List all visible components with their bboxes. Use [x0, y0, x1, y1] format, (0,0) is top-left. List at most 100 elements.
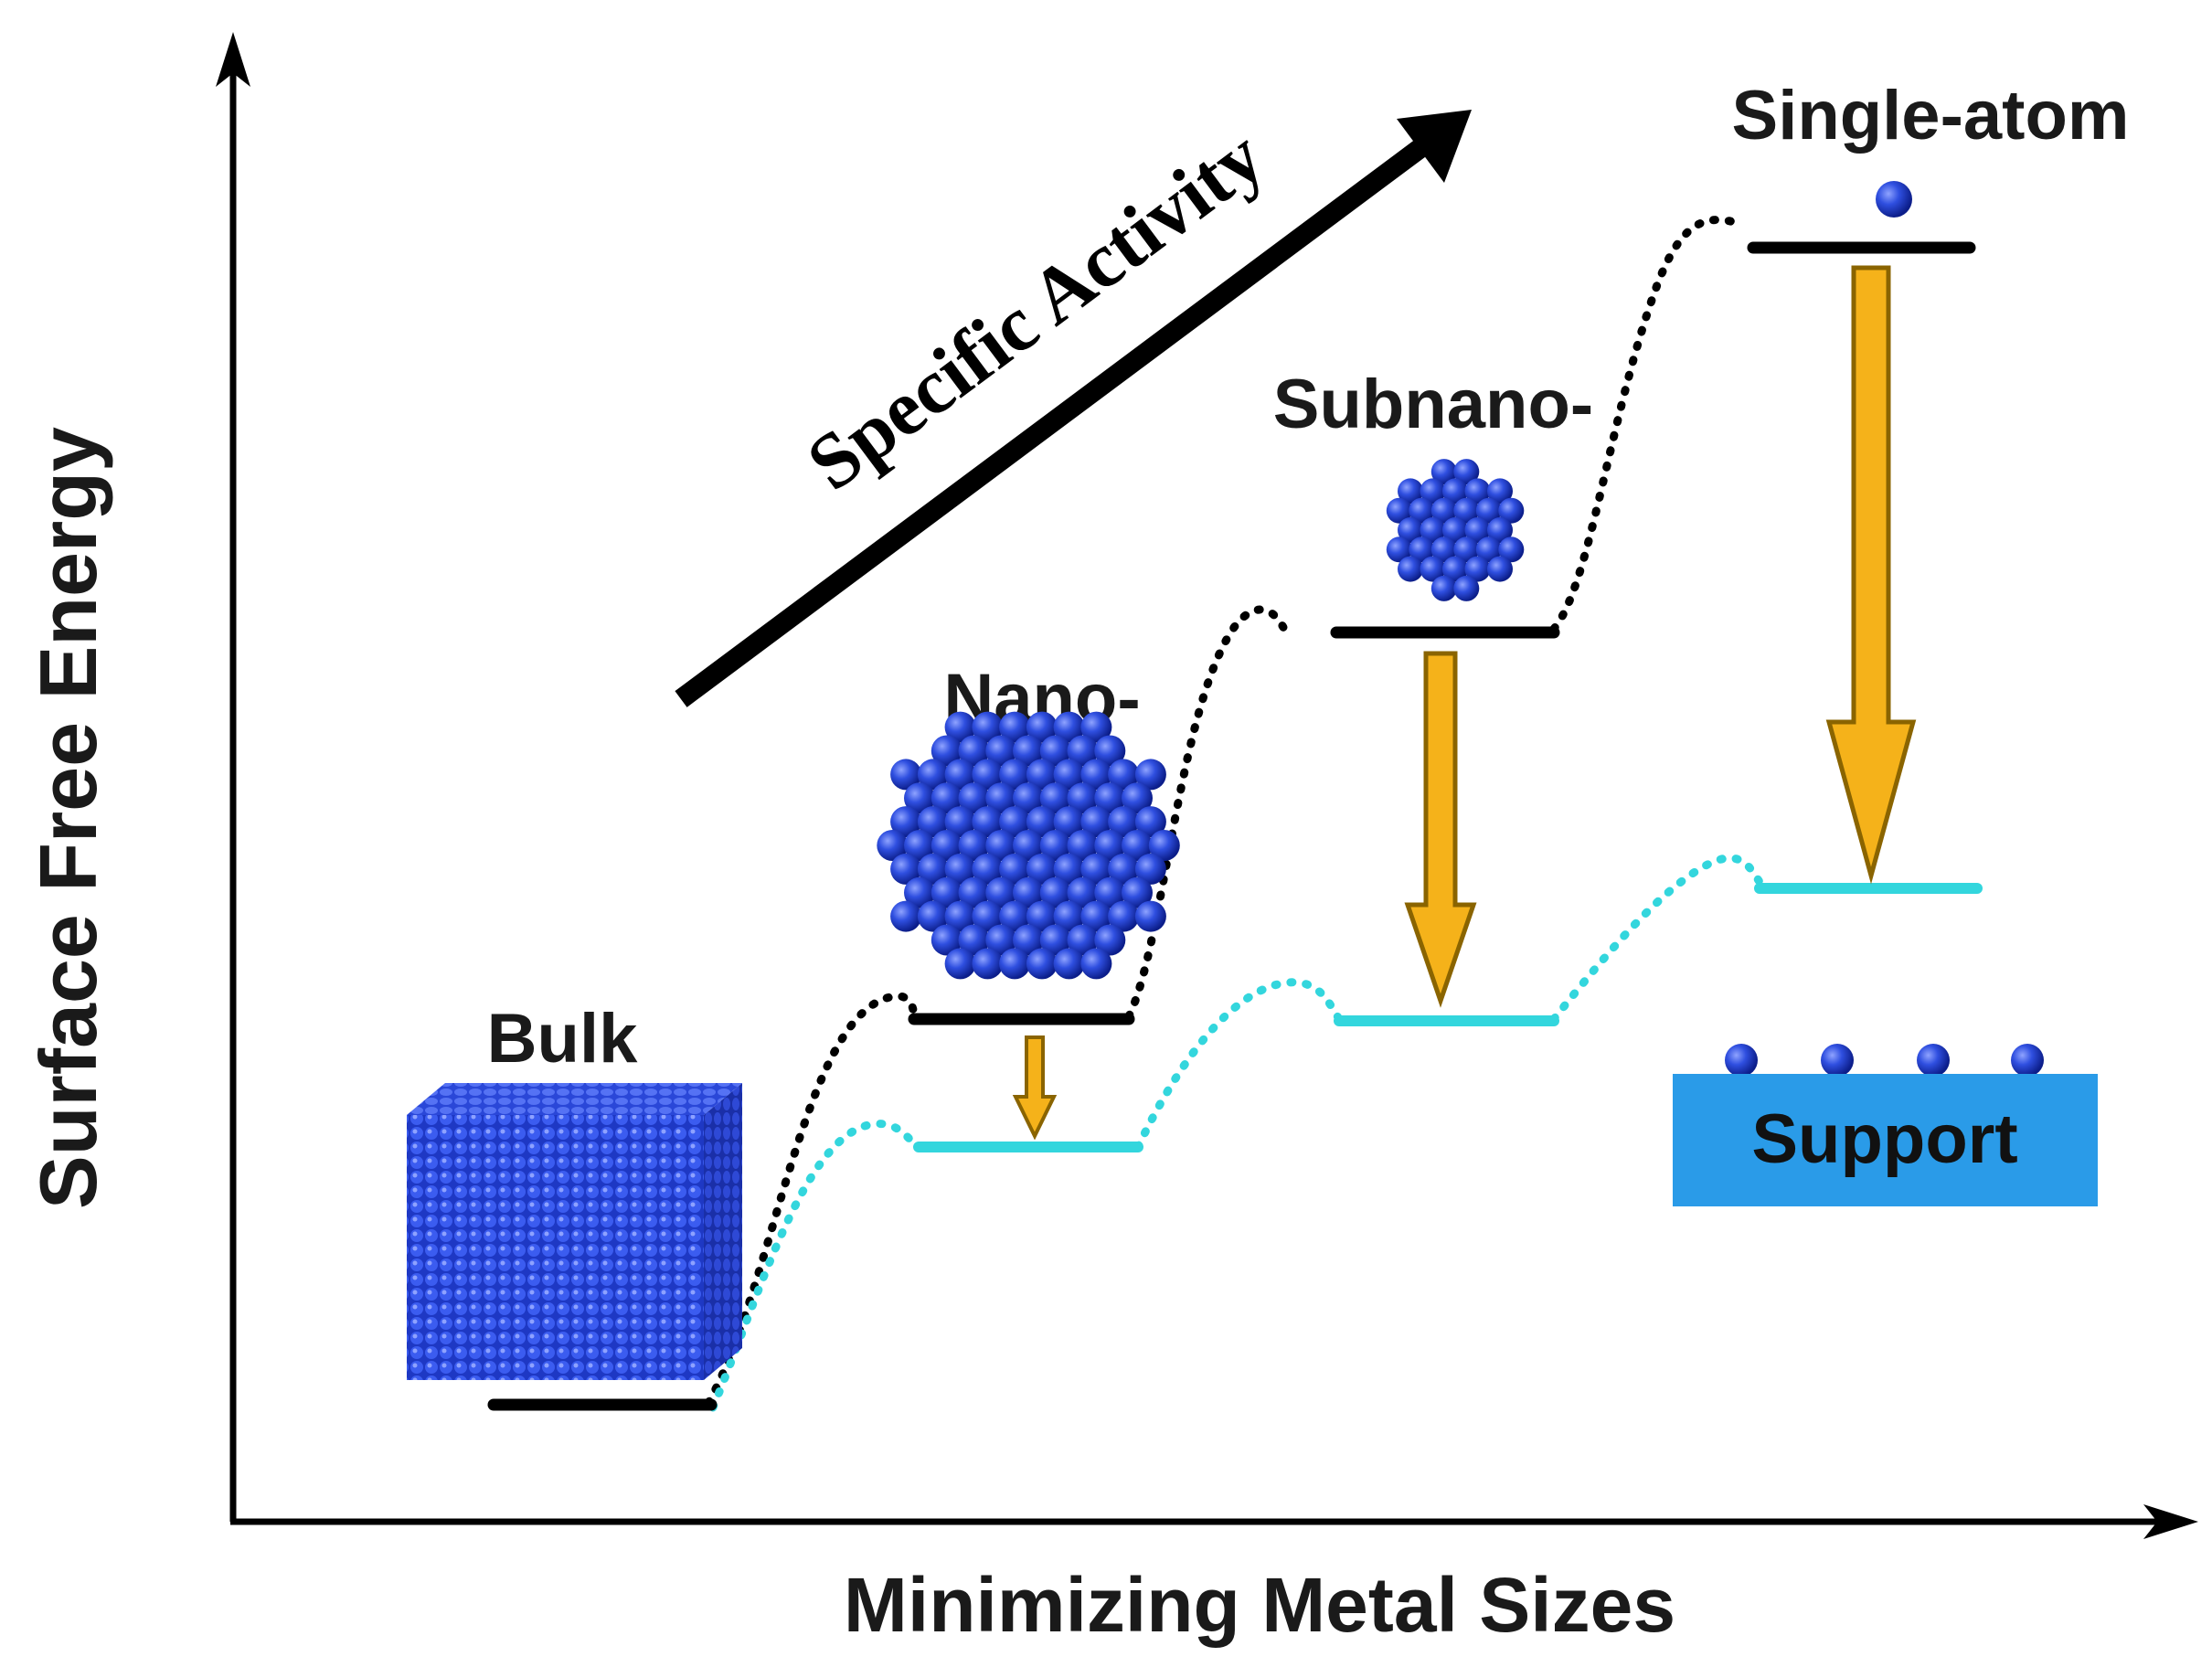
atom	[1094, 924, 1126, 956]
atom	[1464, 517, 1491, 543]
atom	[944, 759, 976, 791]
atom	[1039, 735, 1071, 767]
atom	[1108, 806, 1140, 838]
atom	[1398, 478, 1423, 504]
atom	[1067, 876, 1099, 908]
atom	[931, 735, 962, 767]
atom	[890, 900, 922, 932]
atom	[1080, 711, 1112, 743]
atom	[1409, 497, 1435, 524]
atom	[1475, 536, 1502, 563]
atom	[1386, 497, 1412, 524]
atom	[904, 830, 935, 861]
support-atom	[1725, 1044, 1758, 1077]
atom	[944, 711, 976, 743]
bulk-cube-image	[407, 1083, 742, 1380]
support-atom	[1917, 1044, 1950, 1077]
atom	[972, 948, 1004, 980]
x-axis-label: Minimizing Metal Sizes	[844, 1562, 1675, 1648]
atom	[944, 948, 976, 980]
atom	[1108, 853, 1140, 885]
atom	[1026, 806, 1058, 838]
atom	[1094, 876, 1126, 908]
atom	[1420, 478, 1446, 504]
atom	[1067, 782, 1099, 814]
atom	[904, 876, 935, 908]
atom	[972, 853, 1004, 885]
atom	[1067, 830, 1099, 861]
atom	[1464, 556, 1491, 582]
atom	[1053, 806, 1085, 838]
unsupported-levels	[487, 241, 1976, 1411]
atom	[1430, 536, 1457, 563]
single-atom-image	[1876, 181, 1912, 218]
atom	[999, 711, 1031, 743]
atom	[1013, 876, 1044, 908]
atom	[944, 806, 976, 838]
supported-levels	[913, 883, 1983, 1152]
atom	[1498, 536, 1525, 563]
atom	[1134, 900, 1166, 932]
atom	[931, 876, 962, 908]
atom	[1453, 459, 1480, 485]
atom	[999, 806, 1031, 838]
atom	[1430, 497, 1457, 524]
atom	[1398, 517, 1423, 543]
atom	[958, 735, 990, 767]
atom	[917, 900, 949, 932]
atom	[1053, 711, 1085, 743]
atom	[972, 711, 1004, 743]
atom	[972, 806, 1004, 838]
atom	[1053, 948, 1085, 980]
atom	[1134, 853, 1166, 885]
atom	[1026, 759, 1058, 791]
atom	[917, 759, 949, 791]
atom	[999, 948, 1031, 980]
support-illustration	[1673, 1044, 2098, 1206]
atom	[1053, 759, 1085, 791]
atom	[1053, 900, 1085, 932]
atom	[1080, 853, 1112, 885]
atom	[1080, 806, 1112, 838]
atom	[1108, 759, 1140, 791]
x-axis	[230, 1504, 2198, 1539]
atom	[958, 830, 990, 861]
atom	[1122, 782, 1153, 814]
atom	[904, 782, 935, 814]
atom	[1453, 497, 1480, 524]
subnano-particle-image	[1386, 459, 1525, 601]
atom	[1026, 853, 1058, 885]
atom	[1013, 924, 1044, 956]
atom	[1464, 478, 1491, 504]
support-box	[1673, 1074, 2098, 1206]
stage-label-bulk: Bulk	[487, 1000, 638, 1078]
atom	[1039, 782, 1071, 814]
atom	[999, 900, 1031, 932]
atom	[931, 782, 962, 814]
y-axis-label: Surface Free Energy	[23, 427, 113, 1209]
atom	[1487, 517, 1513, 543]
atom	[1026, 711, 1058, 743]
atom	[999, 853, 1031, 885]
atom	[1053, 853, 1085, 885]
atom	[1094, 735, 1126, 767]
atom	[944, 853, 976, 885]
atom	[1420, 556, 1446, 582]
stage-label-subnano: Subnano-	[1273, 366, 1593, 443]
atom	[890, 853, 922, 885]
atom	[958, 782, 990, 814]
atom	[1420, 517, 1446, 543]
support-atom	[2011, 1044, 2044, 1077]
atom	[1430, 459, 1457, 485]
atom	[944, 900, 976, 932]
atom	[917, 853, 949, 885]
atom	[1122, 830, 1153, 861]
support-atom	[1821, 1044, 1854, 1077]
atom	[1094, 782, 1126, 814]
specific-activity-arrow	[675, 110, 1472, 707]
supported-energy-path	[708, 854, 1764, 1412]
atom	[1080, 900, 1112, 932]
stabilization-arrow-single-atom	[1825, 265, 1917, 885]
atom	[1487, 556, 1513, 582]
